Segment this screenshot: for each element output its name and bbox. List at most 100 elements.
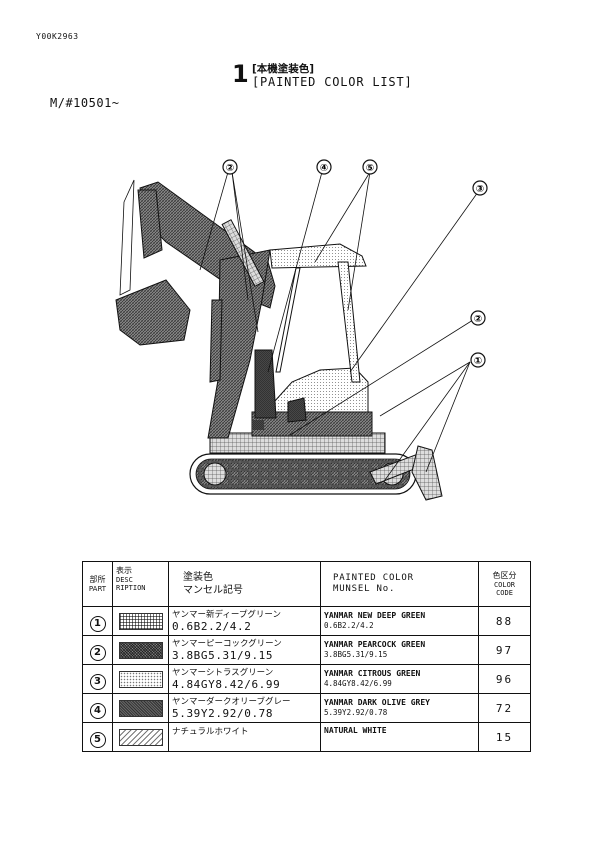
svg-text:②: ②: [474, 314, 482, 325]
color-name-jp: ヤンマーダークオリーブグレー: [172, 697, 291, 707]
table-header-row: 部所 PART 表示 DESC RIPTION 塗装色 マンセル記号 PAINT…: [82, 561, 531, 607]
table-row: 1 ヤンマー新ディープグリーン 0.6B2.2/4.2 YANMAR NEW D…: [82, 606, 531, 636]
part-number: 5: [89, 731, 106, 748]
header-part-en: PART: [88, 585, 107, 593]
part-cell: 5: [82, 722, 113, 752]
name-en-cell: YANMAR PEARCOCK GREEN 3.8BG5.31/9.15: [320, 635, 479, 665]
document-id: Y00K2963: [36, 32, 79, 41]
color-name-en: NATURAL WHITE: [324, 726, 387, 735]
header-code-en-1: COLOR: [493, 581, 516, 589]
munsell-jp: 5.39Y2.92/0.78: [172, 707, 274, 720]
munsell-jp: 4.84GY8.42/6.99: [172, 678, 281, 691]
color-name-jp: ヤンマーピーコックグリーン: [172, 639, 282, 649]
part-number: 2: [89, 644, 106, 661]
swatch-cell: [112, 664, 169, 694]
canopy: [269, 243, 367, 383]
table-row: 2 ヤンマーピーコックグリーン 3.8BG5.31/9.15 YANMAR PE…: [82, 635, 531, 665]
color-swatch: [119, 728, 163, 746]
header-description: 表示 DESC RIPTION: [112, 561, 169, 607]
color-code: 88: [478, 606, 531, 636]
header-desc-jp: 表示: [116, 566, 132, 575]
callout-1: ①: [470, 352, 486, 368]
part-cell: 3: [82, 664, 113, 694]
svg-text:⑤: ⑤: [366, 163, 374, 174]
color-name-en: YANMAR PEARCOCK GREEN: [324, 640, 426, 649]
part-cell: 2: [82, 635, 113, 665]
header-code-en-2: CODE: [496, 589, 513, 597]
upper-structure: [251, 349, 373, 437]
name-en-cell: NATURAL WHITE: [320, 722, 479, 752]
table-row: 4 ヤンマーダークオリーブグレー 5.39Y2.92/0.78 YANMAR D…: [82, 693, 531, 723]
header-paint-color-en: PAINTED COLOR MUNSEL No.: [320, 561, 479, 607]
color-swatch: [119, 670, 163, 688]
section-number: 1: [232, 60, 249, 88]
svg-text:③: ③: [476, 184, 484, 195]
svg-text:①: ①: [474, 356, 482, 367]
callout-4: ④: [316, 159, 332, 175]
header-desc-en-2: RIPTION: [116, 584, 146, 592]
header-code-jp: 色区分: [492, 571, 517, 580]
name-jp-cell: ヤンマーダークオリーブグレー 5.39Y2.92/0.78: [168, 693, 321, 723]
color-name-jp: ヤンマー新ディープグリーン: [172, 610, 281, 620]
munsell-jp: 0.6B2.2/4.2: [172, 620, 252, 633]
title-japanese: [本機塗装色]: [252, 63, 315, 75]
munsell-en: 5.39Y2.92/0.78: [324, 708, 388, 717]
name-en-cell: YANMAR CITROUS GREEN 4.84GY8.42/6.99: [320, 664, 479, 694]
painted-color-table: 部所 PART 表示 DESC RIPTION 塗装色 マンセル記号 PAINT…: [82, 561, 531, 752]
munsell-en: 0.6B2.2/4.2: [324, 621, 374, 630]
table-row: 3 ヤンマーシトラスグリーン 4.84GY8.42/6.99 YANMAR CI…: [82, 664, 531, 694]
color-swatch: [119, 699, 163, 717]
table-row: 5 ナチュラルホワイト NATURAL WHITE 15: [82, 722, 531, 752]
color-code: 96: [478, 664, 531, 694]
part-cell: 4: [82, 693, 113, 723]
header-color-jp-1: 塗装色: [183, 572, 213, 583]
title-english: [PAINTED COLOR LIST]: [252, 75, 413, 89]
name-en-cell: YANMAR DARK OLIVE GREY 5.39Y2.92/0.78: [320, 693, 479, 723]
swatch-cell: [112, 635, 169, 665]
color-code: 97: [478, 635, 531, 665]
svg-text:②: ②: [226, 163, 234, 174]
name-jp-cell: ヤンマーシトラスグリーン 4.84GY8.42/6.99: [168, 664, 321, 694]
header-part-jp: 部所: [89, 575, 106, 584]
color-name-jp: ナチュラルホワイト: [172, 727, 249, 737]
name-en-cell: YANMAR NEW DEEP GREEN 0.6B2.2/4.2: [320, 606, 479, 636]
color-swatch: [119, 612, 163, 630]
leader-lines: [199, 171, 479, 481]
svg-text:④: ④: [320, 163, 328, 174]
dozer-blade: [369, 445, 443, 501]
page-title: [本機塗装色] [PAINTED COLOR LIST]: [252, 63, 413, 89]
header-color-en-1: PAINTED COLOR: [333, 573, 414, 583]
header-paint-color-jp: 塗装色 マンセル記号: [168, 561, 321, 607]
header-color-code: 色区分 COLOR CODE: [478, 561, 531, 607]
color-name-en: YANMAR DARK OLIVE GREY: [324, 698, 430, 707]
header-part: 部所 PART: [82, 561, 113, 607]
header-color-en-2: MUNSEL No.: [333, 584, 396, 594]
color-code: 72: [478, 693, 531, 723]
callout-3: ③: [472, 180, 488, 196]
part-number: 1: [89, 615, 106, 632]
header-color-jp-2: マンセル記号: [183, 585, 243, 596]
color-name-en: YANMAR CITROUS GREEN: [324, 669, 421, 678]
callout-2-top: ②: [222, 159, 238, 175]
boom-arm: [115, 179, 276, 439]
munsell-jp: 3.8BG5.31/9.15: [172, 649, 274, 662]
excavator-illustration: ② ④ ⑤ ③ ② ①: [115, 159, 488, 501]
color-name-en: YANMAR NEW DEEP GREEN: [324, 611, 426, 620]
swatch-cell: [112, 606, 169, 636]
callout-5: ⑤: [362, 159, 378, 175]
swatch-cell: [112, 693, 169, 723]
callout-2-right: ②: [470, 310, 486, 326]
color-swatch: [119, 641, 163, 659]
name-jp-cell: ヤンマーピーコックグリーン 3.8BG5.31/9.15: [168, 635, 321, 665]
munsell-en: 3.8BG5.31/9.15: [324, 650, 388, 659]
color-name-jp: ヤンマーシトラスグリーン: [172, 668, 274, 678]
header-desc-en-1: DESC: [116, 576, 133, 584]
name-jp-cell: ナチュラルホワイト: [168, 722, 321, 752]
munsell-en: 4.84GY8.42/6.99: [324, 679, 392, 688]
color-code: 15: [478, 722, 531, 752]
part-number: 4: [89, 702, 106, 719]
part-number: 3: [89, 673, 106, 690]
part-cell: 1: [82, 606, 113, 636]
model-serial-number: M/#10501~: [50, 96, 120, 110]
swatch-cell: [112, 722, 169, 752]
